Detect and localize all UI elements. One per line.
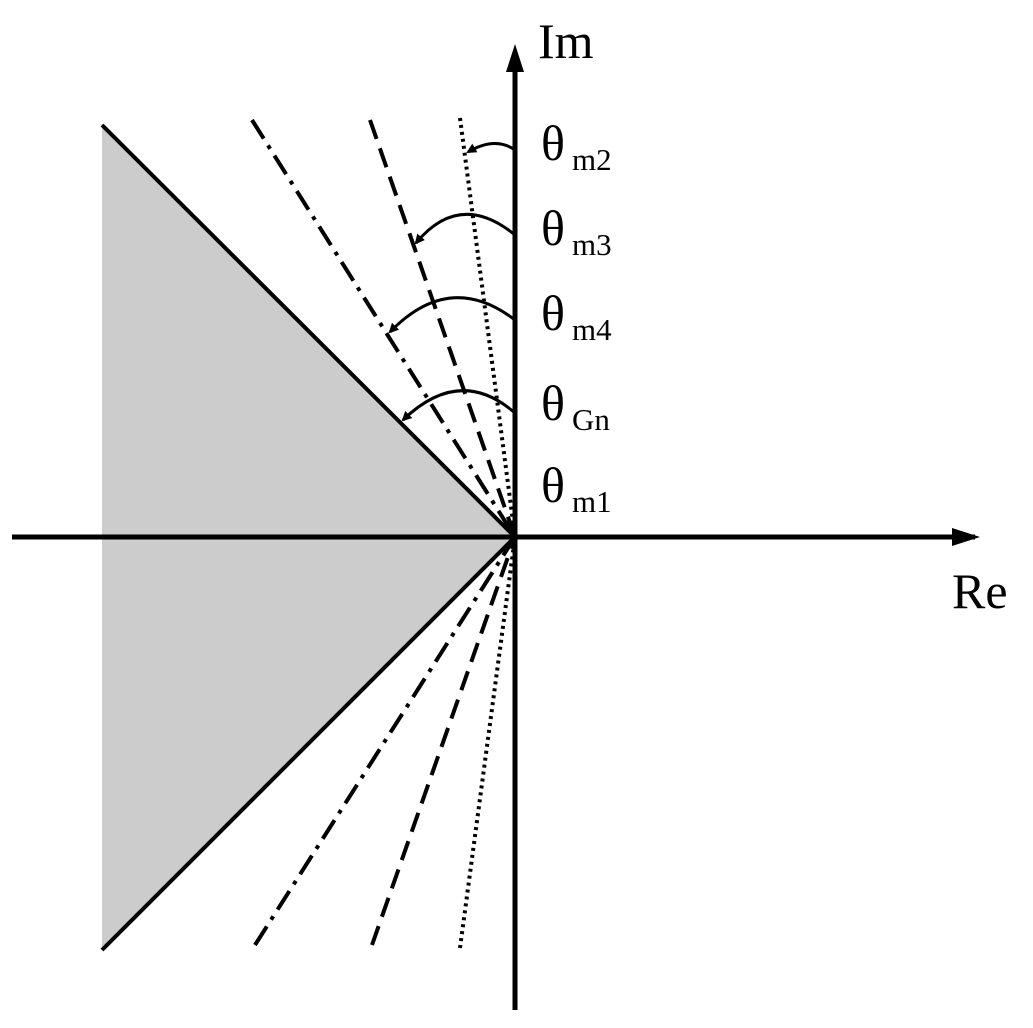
ray-m2-upper [458, 117, 517, 538]
ray-m2-lower [458, 536, 517, 949]
arc-theta-gn [401, 389, 516, 422]
angle-label-gn: θ Gn [541, 375, 610, 437]
ray-m3-lower [370, 536, 517, 946]
svg-text:θ: θ [541, 285, 565, 341]
real-axis-label: Re [952, 563, 1008, 619]
arc-theta-m3 [414, 213, 516, 245]
arc-theta-m2 [466, 142, 516, 154]
ray-m4-lower [253, 535, 517, 947]
angle-label-m4: θ m4 [541, 285, 612, 347]
arc-theta-m4 [388, 296, 516, 334]
ray-m4-upper [250, 118, 517, 539]
angle-label-m2: θ m2 [541, 115, 612, 177]
svg-text:θ: θ [541, 200, 565, 256]
svg-text:m3: m3 [572, 227, 612, 262]
sector-boundary-upper [100, 123, 517, 539]
svg-text:Gn: Gn [572, 402, 610, 437]
svg-text:θ: θ [541, 375, 565, 431]
ray-m3-upper [368, 119, 517, 538]
imag-axis-arrowhead [506, 44, 524, 72]
real-axis-arrowhead [952, 528, 980, 546]
svg-text:θ: θ [541, 457, 565, 513]
svg-text:m2: m2 [572, 142, 612, 177]
sector-boundary-lower [100, 535, 517, 952]
angle-label-m3: θ m3 [541, 200, 612, 262]
svg-text:m1: m1 [572, 484, 612, 519]
svg-text:θ: θ [541, 115, 565, 171]
svg-text:m4: m4 [572, 312, 612, 347]
imag-axis-label: Im [538, 13, 594, 69]
angle-label-m1: θ m1 [541, 457, 612, 519]
